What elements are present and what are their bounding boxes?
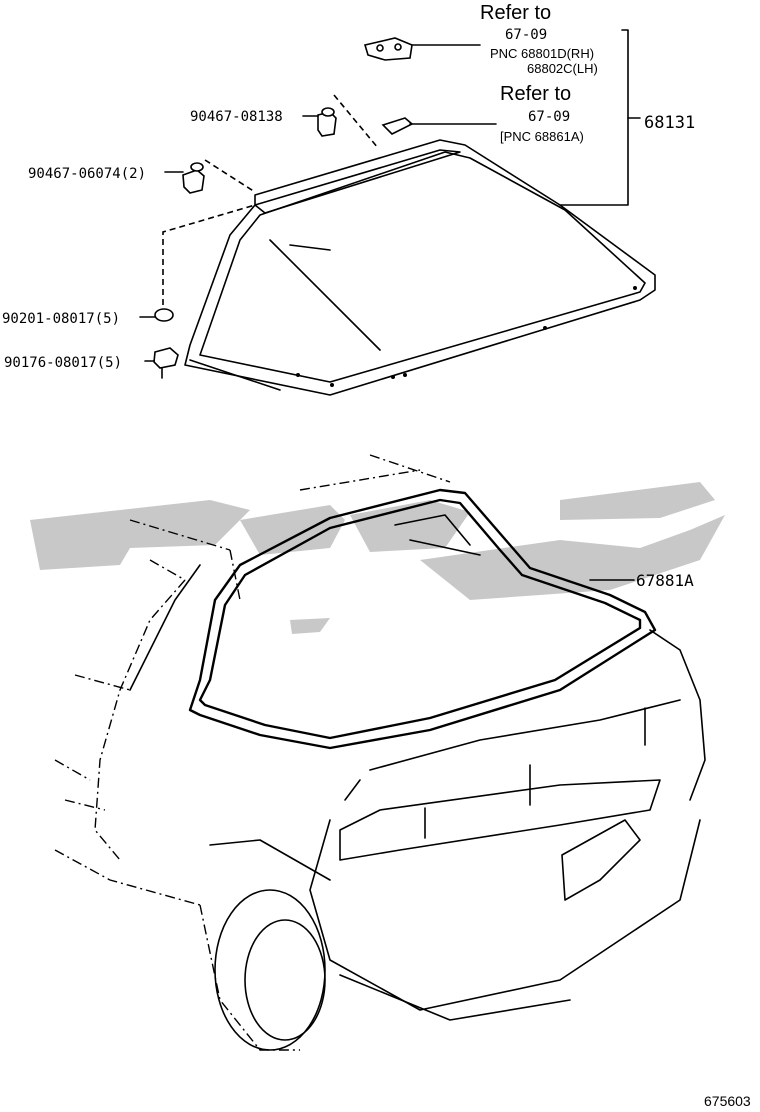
clip-icon <box>164 159 256 194</box>
refer-to-label-2: Refer to <box>500 83 571 105</box>
diagram-id: 675603 <box>704 1093 751 1109</box>
hinge-icon <box>363 37 481 61</box>
part-number-90467-06074: 90467-06074(2) <box>28 166 146 182</box>
ref-2-page: 67-09 <box>528 109 570 125</box>
part-number-67881a: 67881A <box>636 571 694 590</box>
rear-window-glass <box>184 139 656 396</box>
ref-1-page: 67-09 <box>505 27 547 43</box>
nut-icon <box>144 347 179 379</box>
bracket-68131 <box>559 29 641 206</box>
car-body <box>54 454 706 1051</box>
part-number-90201-08017: 90201-08017(5) <box>2 311 120 327</box>
part-number-90467-08138: 90467-08138 <box>190 109 283 125</box>
ref-1-pnc-lh: 68802C(LH) <box>527 61 598 76</box>
watermark-logo <box>30 482 725 634</box>
part-number-90176-08017: 90176-08017(5) <box>4 355 122 371</box>
weatherstrip-67881a <box>188 488 657 750</box>
refer-to-label-1: Refer to <box>480 2 551 24</box>
ref-2-pnc: [PNC 68861A) <box>500 129 584 144</box>
clip-icon <box>302 94 379 149</box>
bracket-icon <box>381 117 497 135</box>
washer-icon <box>139 204 256 322</box>
ref-1-pnc-rh: PNC 68801D(RH) <box>490 46 594 61</box>
part-number-68131: 68131 <box>644 113 695 133</box>
